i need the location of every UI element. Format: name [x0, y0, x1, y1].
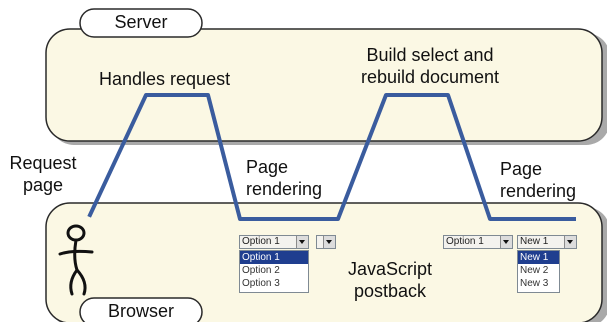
figure-right-leg — [75, 268, 87, 296]
first-option-2[interactable]: Option 2 — [242, 265, 280, 276]
server-region — [45, 28, 603, 142]
first-select-value: Option 1 — [242, 236, 280, 247]
first-select[interactable]: Option 1 — [239, 235, 309, 249]
build-select-label-line1: Build select and — [366, 45, 494, 65]
handles-request-label: Handles request — [99, 69, 231, 89]
first-options-list[interactable]: Option 1 Option 2 Option 3 — [239, 250, 309, 293]
first-select-arrow-icon[interactable] — [296, 236, 308, 248]
browser-region — [45, 202, 603, 322]
first-option-3[interactable]: Option 3 — [242, 278, 280, 289]
build-select-label-line2: rebuild document — [360, 67, 500, 87]
browser-tab — [79, 297, 203, 322]
request-page-label-line2: page — [22, 175, 64, 195]
browser-label: Browser — [107, 301, 174, 321]
new-option-3[interactable]: New 3 — [520, 278, 549, 289]
page-rendering-1-line2: rendering — [246, 179, 323, 199]
new-select-value: New 1 — [520, 236, 549, 247]
new-option-1[interactable]: New 1 — [518, 251, 559, 264]
second-select-value: Option 1 — [446, 236, 484, 247]
page-rendering-2-line2: rendering — [500, 181, 577, 201]
new-select[interactable]: New 1 — [517, 235, 577, 249]
request-page-label-line1: Request — [9, 153, 77, 173]
new-option-2[interactable]: New 2 — [520, 265, 549, 276]
new-options-list[interactable]: New 1 New 2 New 3 — [517, 250, 560, 293]
second-select-arrow-icon[interactable] — [500, 236, 512, 248]
second-select[interactable]: Option 1 — [443, 235, 513, 249]
figure-left-leg — [69, 268, 79, 296]
empty-select[interactable] — [316, 235, 336, 249]
user-stick-figure — [58, 224, 94, 296]
new-select-arrow-icon[interactable] — [564, 236, 576, 248]
server-label: Server — [114, 12, 168, 32]
js-postback-line1: JavaScript — [347, 259, 433, 279]
flow-path — [87, 93, 576, 221]
page-rendering-1-line1: Page — [246, 157, 289, 177]
empty-select-arrow-icon[interactable] — [323, 236, 335, 248]
server-tab — [79, 8, 203, 38]
figure-arms — [58, 249, 94, 256]
figure-torso — [73, 238, 79, 272]
page-rendering-2-line1: Page — [500, 159, 543, 179]
first-option-1[interactable]: Option 1 — [240, 251, 308, 264]
js-postback-line2: postback — [353, 281, 427, 301]
